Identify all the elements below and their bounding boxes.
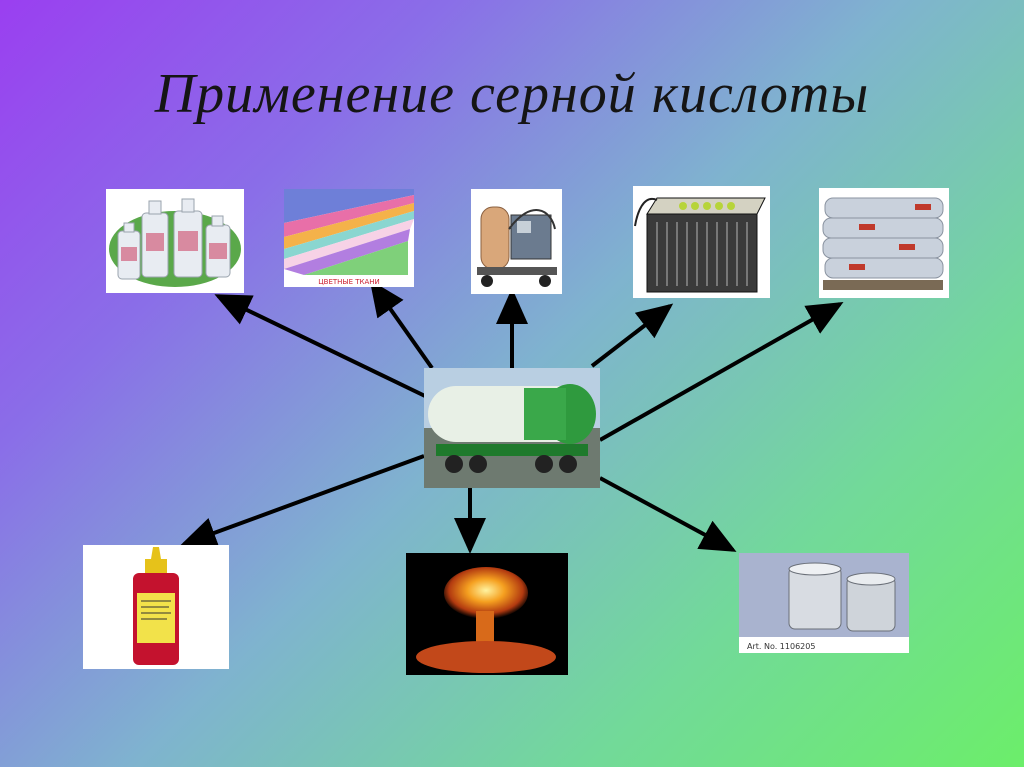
colored-fabrics-icon: ЦВЕТНЫЕ ТКАНИ — [284, 189, 414, 287]
metal-cans-caption: Art. No. 1106205 — [747, 642, 815, 651]
industrial-machine-icon — [471, 189, 562, 294]
arrow-to-fertilizer — [600, 304, 840, 440]
arrow-to-paint-bottle — [184, 456, 424, 544]
paint-bottle-icon — [83, 545, 229, 669]
fabrics-caption: ЦВЕТНЫЕ ТКАНИ — [318, 278, 380, 286]
explosion-icon — [406, 553, 568, 675]
medicine-bottles-icon — [106, 189, 244, 293]
arrow-to-battery — [592, 306, 670, 366]
arrow-to-fabrics — [372, 283, 432, 368]
arrow-to-metal-cans — [600, 478, 733, 550]
car-battery-icon — [633, 186, 770, 298]
railway-tank-car-icon — [424, 368, 600, 488]
metal-cans-icon: Art. No. 1106205 — [739, 553, 909, 653]
fertilizer-bags-icon — [819, 188, 949, 298]
